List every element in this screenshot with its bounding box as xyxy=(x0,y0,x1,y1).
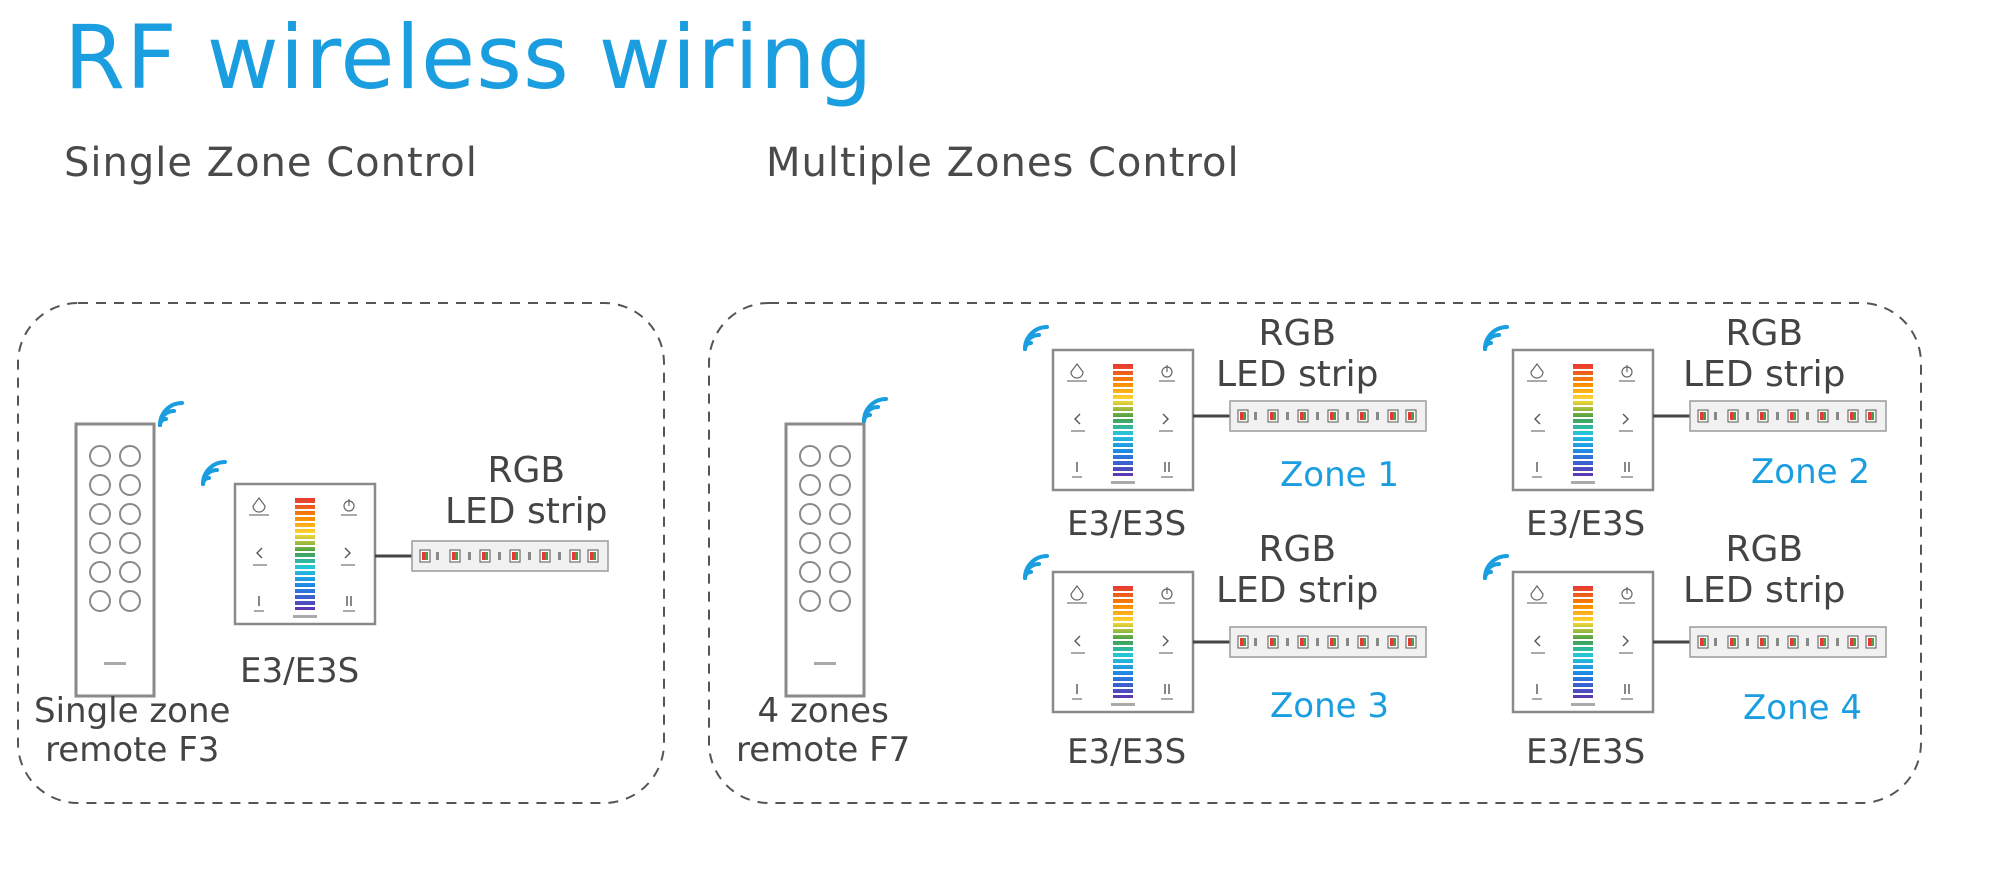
touch-panel xyxy=(1051,570,1195,714)
led-strip xyxy=(411,540,609,572)
zone1-panel-label: E3/E3S xyxy=(1067,504,1187,544)
led-strip xyxy=(1229,400,1427,432)
led-strip xyxy=(1689,400,1887,432)
touch-panel xyxy=(233,482,377,626)
zone2-panel-label: E3/E3S xyxy=(1526,504,1646,544)
wifi-signal-icon xyxy=(1483,325,1509,351)
led-strip xyxy=(1689,626,1887,658)
wifi-signal-icon xyxy=(201,460,227,486)
page-title: RF wireless wiring xyxy=(64,6,874,109)
zone4-label: Zone 4 xyxy=(1743,688,1862,728)
zone3-panel-label: E3/E3S xyxy=(1067,732,1187,772)
single-zone-frame xyxy=(17,302,665,804)
wifi-signal-icon xyxy=(1023,554,1049,580)
zone4-panel-label: E3/E3S xyxy=(1526,732,1646,772)
zone2-label: Zone 2 xyxy=(1751,452,1870,492)
zone1-label: Zone 1 xyxy=(1280,455,1399,495)
wifi-signal-icon xyxy=(158,401,184,427)
touch-panel xyxy=(1511,348,1655,492)
wifi-signal-icon xyxy=(1483,554,1509,580)
led-strip xyxy=(1229,626,1427,658)
remote-f7 xyxy=(784,422,866,698)
section-title-single: Single Zone Control xyxy=(64,140,478,186)
touch-panel xyxy=(1511,570,1655,714)
wifi-signal-icon xyxy=(862,397,888,423)
multi-zone-frame xyxy=(708,302,1922,804)
section-title-multi: Multiple Zones Control xyxy=(766,140,1240,186)
single-panel-label: E3/E3S xyxy=(240,651,360,691)
zone3-label: Zone 3 xyxy=(1270,686,1389,726)
wifi-signal-icon xyxy=(1023,325,1049,351)
touch-panel xyxy=(1051,348,1195,492)
remote-f3 xyxy=(74,422,156,698)
